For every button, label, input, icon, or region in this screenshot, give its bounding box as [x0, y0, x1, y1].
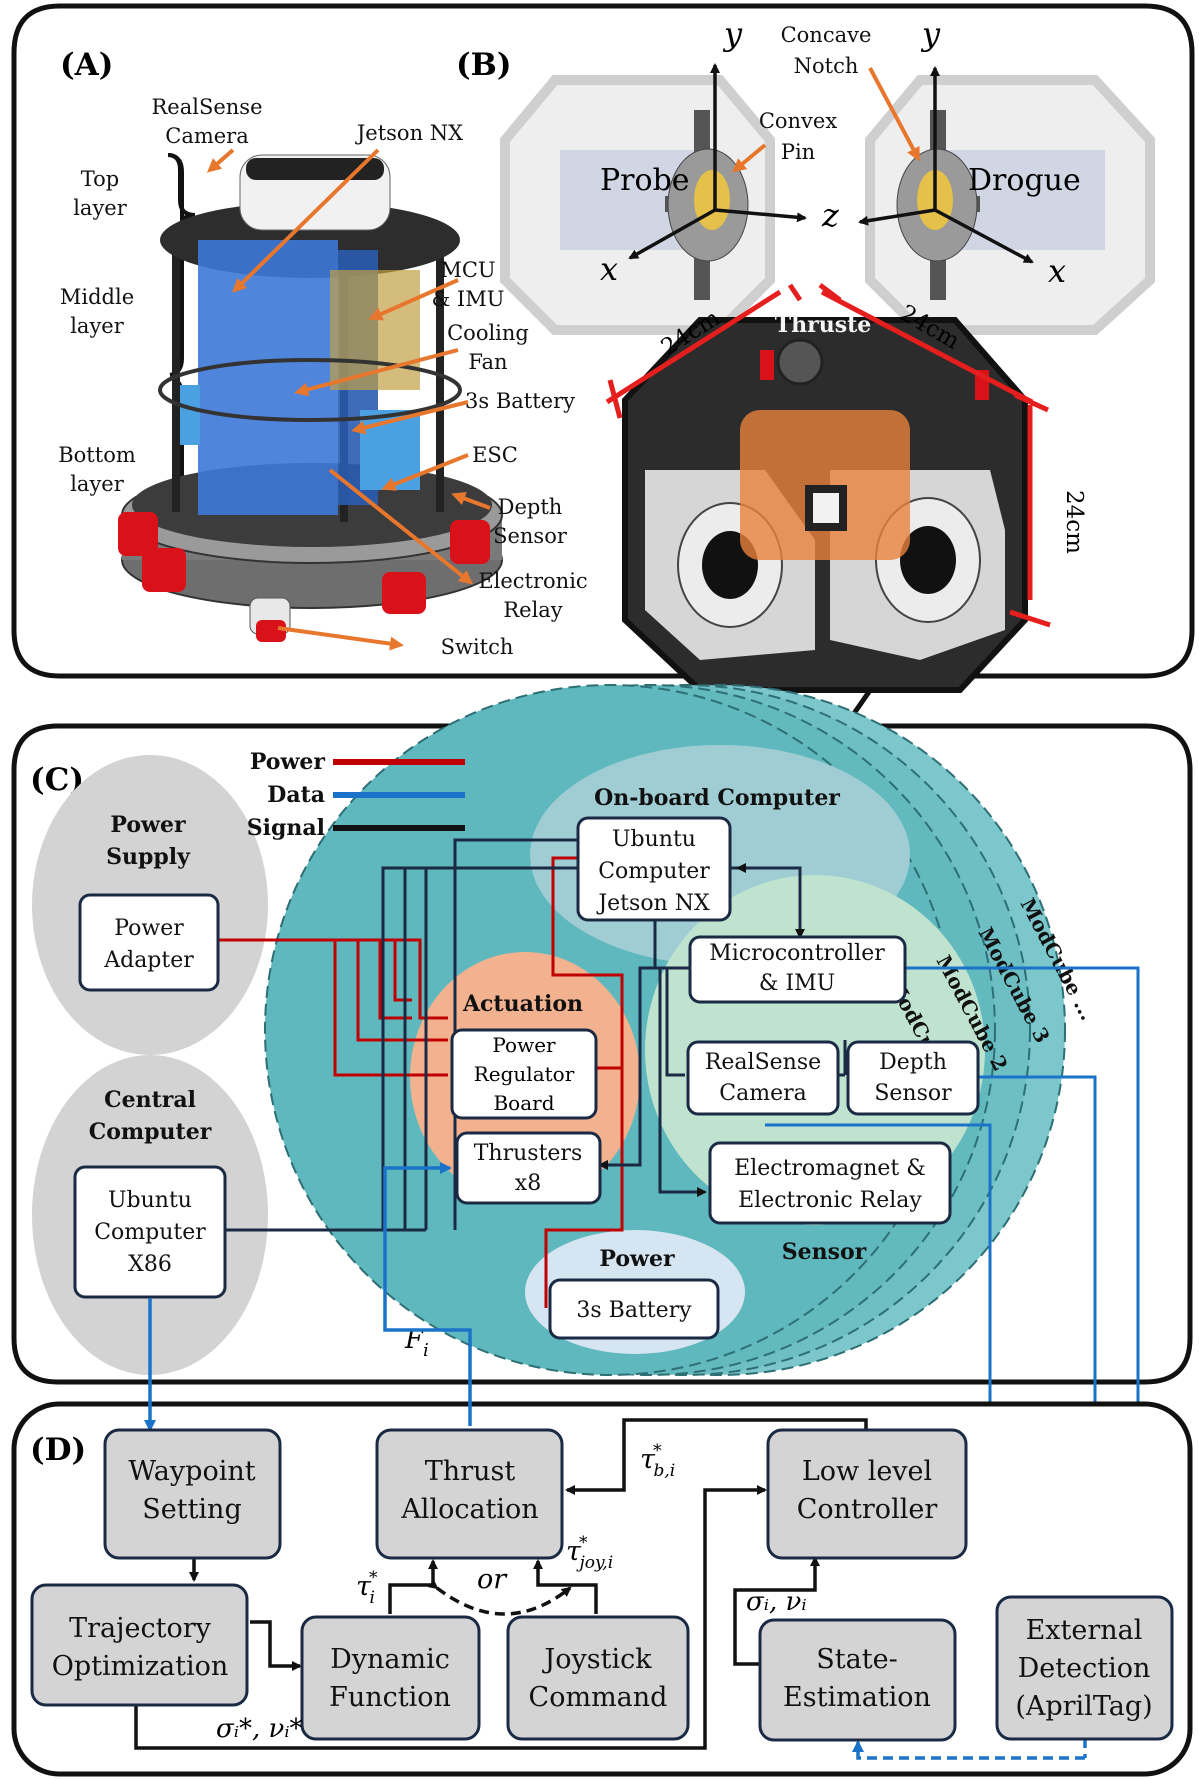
node-electromagnet-relay: Electromagnet &Electronic Relay: [708, 1141, 952, 1225]
or-label: or: [477, 1564, 508, 1595]
modcube-main-cube: [622, 317, 1028, 693]
tau-i-label: τ*i: [356, 1568, 378, 1608]
axis-x-drogue: x: [1048, 252, 1066, 290]
panel-b: (B): [456, 15, 1155, 693]
svg-text:State-Estimation: State-Estimation: [783, 1644, 931, 1713]
svg-text:Electromagnet &Electronic Rela: Electromagnet &Electronic Relay: [734, 1156, 926, 1213]
probe-face: [665, 110, 749, 300]
node-microcontroller: Microcontroller& IMU: [688, 935, 907, 1004]
svg-text:3s Battery: 3s Battery: [576, 1298, 692, 1323]
legend-data-label: Data: [267, 782, 325, 808]
or-dashed-arc: [427, 1579, 572, 1616]
svg-text:Microcontroller& IMU: Microcontroller& IMU: [709, 941, 885, 996]
tau-joy-label: τ*joy,i: [566, 1533, 613, 1573]
axis-x-probe: x: [600, 250, 618, 288]
actuation-title: Actuation: [462, 991, 583, 1017]
legend-signal-label: Signal: [247, 815, 325, 841]
axis-y-probe: y: [722, 15, 743, 53]
callout-switch: Switch: [441, 635, 514, 659]
box-state-estimation: State-Estimation: [758, 1618, 957, 1742]
dimension-vertical: 24cm: [1061, 490, 1087, 554]
panel-d-tag: (D): [30, 1432, 86, 1468]
drogue-label: Drogue: [968, 163, 1081, 198]
power-title: Power: [599, 1246, 675, 1272]
legend: Power Data Signal: [247, 749, 465, 841]
sigma-nu-label: σᵢ, νᵢ: [746, 1587, 807, 1617]
callout-mcu: MCU& IMU: [432, 258, 505, 311]
legend-power-label: Power: [250, 749, 326, 775]
panel-b-tag: (B): [456, 47, 512, 83]
thruster-label: Thruste: [775, 312, 872, 338]
callout-battery: 3s Battery: [465, 389, 575, 413]
drogue-axes: [858, 66, 1034, 264]
axis-z: z: [821, 196, 840, 234]
panel-c: (C) ModCube 1 ModCube 2 ModCube 3 ModCub…: [30, 684, 1140, 1694]
axis-y-drogue: y: [920, 15, 941, 53]
panel-a-tag: (A): [60, 47, 113, 83]
tau-b-label: τ*b,i: [640, 1441, 675, 1481]
probe-label: Probe: [600, 163, 690, 198]
callout-esc: ESC: [472, 443, 518, 467]
dimension-lines: [605, 283, 1051, 628]
probe-axes: [628, 63, 807, 260]
panel-d-data-lines: [144, 1162, 1087, 1760]
callout-arrows: [206, 148, 491, 651]
onboard-title: On-board Computer: [594, 785, 840, 811]
fi-label: Fi: [404, 1325, 429, 1361]
sensor-title: Sensor: [782, 1239, 867, 1265]
callout-jetson: Jetson NX: [355, 121, 463, 145]
power-lines: [218, 856, 624, 1308]
node-3s-battery: 3s Battery: [548, 1278, 720, 1340]
sigma-nu-star-label: σᵢ*, νᵢ*: [216, 1714, 303, 1744]
